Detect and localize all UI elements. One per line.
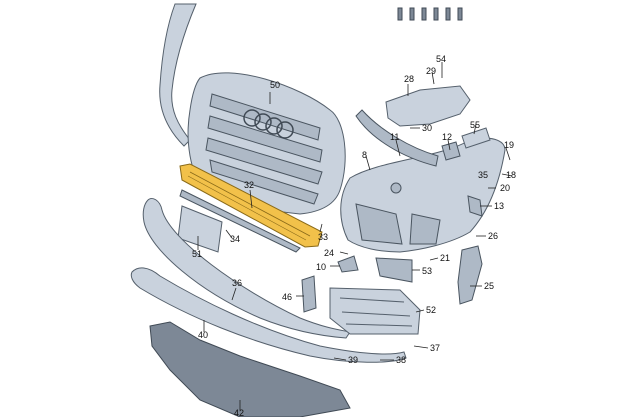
fastener-row xyxy=(397,7,463,21)
label-37: 37 xyxy=(430,343,440,353)
label-25: 25 xyxy=(484,281,494,291)
label-18: 18 xyxy=(506,170,516,180)
label-24: 24 xyxy=(324,248,334,258)
bracket-55 xyxy=(461,127,491,149)
trim-46 xyxy=(301,275,317,313)
label-19: 19 xyxy=(504,140,514,150)
cover-10 xyxy=(337,255,359,273)
label-40: 40 xyxy=(198,330,208,340)
license-plate-holder xyxy=(177,205,223,253)
label-39: 39 xyxy=(348,355,358,365)
label-55: 55 xyxy=(470,120,480,130)
label-11: 11 xyxy=(390,132,399,142)
label-12: 12 xyxy=(442,132,452,142)
radiator-grille xyxy=(187,72,346,215)
label-50: 50 xyxy=(270,80,280,90)
label-10: 10 xyxy=(316,262,326,272)
label-35: 35 xyxy=(478,170,488,180)
label-54: 54 xyxy=(436,54,446,64)
label-26: 26 xyxy=(488,231,498,241)
label-28: 28 xyxy=(404,74,414,84)
label-32: 32 xyxy=(244,180,254,190)
label-13: 13 xyxy=(494,201,504,211)
reinforcement-bracket xyxy=(179,189,301,253)
label-34: 34 xyxy=(230,234,240,244)
label-52: 52 xyxy=(426,305,436,315)
bracket-12 xyxy=(441,141,461,161)
impact-absorber xyxy=(385,85,471,127)
label-38: 38 xyxy=(396,355,406,365)
highlighted-part-32 xyxy=(179,163,323,248)
label-42: 42 xyxy=(234,408,244,417)
moulding-11 xyxy=(355,109,439,167)
label-33: 33 xyxy=(318,232,328,242)
label-36: 36 xyxy=(232,278,242,288)
trim-53 xyxy=(375,257,413,283)
label-51: 51 xyxy=(192,249,202,259)
label-46: 46 xyxy=(282,292,292,302)
side-bracket-25 xyxy=(457,245,483,305)
leader-lines xyxy=(197,62,513,410)
side-guide-13 xyxy=(467,195,483,217)
label-8: 8 xyxy=(362,150,367,160)
label-21: 21 xyxy=(440,253,450,263)
lower-trim-strip xyxy=(130,267,407,363)
part-labels: 50 32 34 51 36 40 42 8 11 12 55 28 29 54… xyxy=(192,54,516,417)
front-spoiler-strip xyxy=(142,197,351,339)
upper-trim-strip xyxy=(159,3,197,147)
fog-grille-insert xyxy=(329,287,421,335)
label-29: 29 xyxy=(426,66,436,76)
label-30: 30 xyxy=(422,123,432,133)
label-53: 53 xyxy=(422,266,432,276)
lower-undertray xyxy=(149,321,351,417)
label-20: 20 xyxy=(500,183,510,193)
